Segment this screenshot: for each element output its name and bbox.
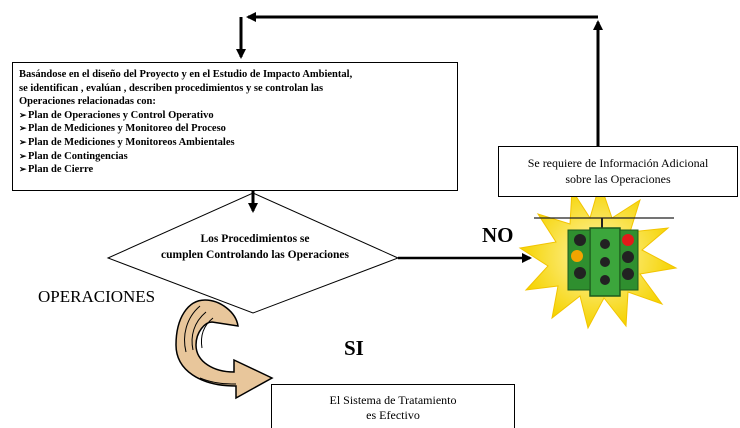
info-line: sobre las Operaciones — [565, 172, 671, 186]
decision-text: Los Procedimientos se cumplen Controland… — [120, 231, 390, 263]
arrow-bullet-icon: ➢ — [19, 164, 27, 175]
intro-line: Operaciones relacionadas con: — [19, 96, 156, 108]
arrow-bullet-icon: ➢ — [19, 123, 27, 134]
info-line: Se requiere de Información Adicional — [527, 156, 709, 170]
plan-item-label: Plan de Mediciones y Monitoreo del Proce… — [28, 123, 226, 135]
traffic-light-icon — [518, 181, 678, 330]
no-label: NO — [482, 223, 514, 247]
plan-item-label: Plan de Mediciones y Monitoreos Ambienta… — [28, 136, 235, 148]
operations-label: OPERACIONES — [38, 287, 156, 306]
procedures-intro: Basándose en el diseño del Proyecto y en… — [19, 68, 451, 109]
plan-item-label: Plan de Contingencias — [28, 150, 128, 162]
decision-diamond — [106, 192, 400, 314]
plan-item: ➢Plan de Mediciones y Monitoreo del Proc… — [19, 122, 451, 136]
result-box: El Sistema de Tratamiento es Efectivo — [271, 384, 515, 428]
plan-item: ➢Plan de Mediciones y Monitoreos Ambient… — [19, 136, 451, 150]
procedures-box: Basándose en el diseño del Proyecto y en… — [12, 62, 458, 191]
plan-item: ➢Plan de Operaciones y Control Operativo — [19, 109, 451, 123]
curved-arrow-icon — [175, 299, 274, 400]
si-label: SI — [344, 336, 364, 360]
plan-item: ➢Plan de Contingencias — [19, 150, 451, 164]
plan-item-label: Plan de Operaciones y Control Operativo — [28, 109, 214, 121]
plan-item: ➢Plan de Cierre — [19, 163, 451, 177]
decision-line: Los Procedimientos se — [200, 233, 310, 245]
arrow-bullet-icon: ➢ — [19, 109, 27, 120]
arrow-bullet-icon: ➢ — [19, 150, 27, 161]
intro-line: se identifican , evalúan , describen pro… — [19, 82, 324, 94]
additional-info-box: Se requiere de Información Adicional sob… — [498, 146, 738, 197]
arrow-bullet-icon: ➢ — [19, 136, 27, 147]
decision-line: cumplen Controlando las Operaciones — [161, 249, 349, 261]
plan-item-label: Plan de Cierre — [28, 164, 94, 176]
result-line: es Efectivo — [366, 408, 420, 422]
result-line: El Sistema de Tratamiento — [329, 393, 457, 407]
plan-list: ➢Plan de Operaciones y Control Operativo… — [19, 109, 451, 177]
intro-line: Basándose en el diseño del Proyecto y en… — [19, 69, 353, 80]
curved-arrow-shape — [175, 299, 274, 400]
